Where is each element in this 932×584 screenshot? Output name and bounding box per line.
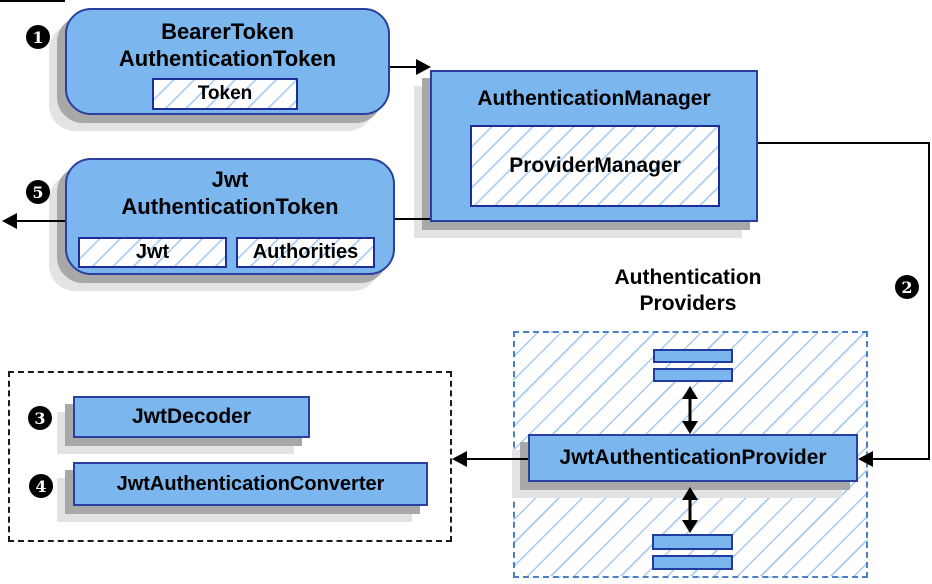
flow-line-provider-to-helpers bbox=[466, 458, 528, 460]
flow-line-step2-into-provider bbox=[872, 458, 930, 460]
flow-line-response-out bbox=[16, 220, 65, 222]
double-arrow-icon bbox=[682, 487, 698, 533]
group-title-line1: Authentication bbox=[614, 266, 762, 289]
jwt-authentication-provider-node: JwtAuthenticationProvider bbox=[528, 434, 858, 482]
step-badge-1: 1 bbox=[26, 25, 50, 49]
jwt-chip: Jwt bbox=[78, 237, 227, 268]
other-provider-rect bbox=[652, 555, 733, 570]
node-title: AuthenticationManager bbox=[477, 87, 711, 110]
authorities-chip: Authorities bbox=[236, 237, 375, 268]
step-badge-5: 5 bbox=[26, 180, 50, 204]
jwt-chip-label: Jwt bbox=[135, 241, 170, 263]
arrowhead-right-icon bbox=[416, 59, 431, 75]
flow-line-to-manager bbox=[390, 66, 418, 68]
provider-manager-chip: ProviderManager bbox=[470, 125, 720, 207]
authorities-chip-label: Authorities bbox=[252, 241, 359, 263]
jwt-decoder-node: JwtDecoder bbox=[73, 396, 310, 438]
flow-line-manager-to-token bbox=[395, 218, 430, 220]
other-provider-rect bbox=[652, 534, 733, 550]
step-number: 1 bbox=[32, 27, 44, 47]
jwt-authentication-converter-node: JwtAuthenticationConverter bbox=[73, 462, 428, 506]
provider-manager-chip-label: ProviderManager bbox=[509, 154, 681, 177]
other-provider-rect bbox=[653, 349, 733, 363]
jwt-helpers-group bbox=[8, 371, 452, 542]
authentication-providers-title: Authentication Providers bbox=[553, 265, 823, 317]
other-provider-rect bbox=[653, 368, 733, 382]
step-badge-3: 3 bbox=[28, 406, 52, 430]
token-chip-label: Token bbox=[197, 83, 253, 104]
jwt-authentication-token-node: Jwt AuthenticationToken bbox=[65, 158, 395, 275]
flow-line-step2-vertical bbox=[928, 142, 930, 460]
node-title: Jwt AuthenticationToken bbox=[67, 160, 393, 220]
arrowhead-left-icon bbox=[452, 451, 467, 467]
group-title-line2: Providers bbox=[639, 292, 737, 315]
double-arrow-icon bbox=[682, 386, 698, 434]
step-number: 3 bbox=[34, 408, 46, 428]
flow-line-request-in bbox=[0, 0, 65, 2]
flow-line-step2-horizontal bbox=[758, 142, 930, 144]
node-title-line2: AuthenticationToken bbox=[118, 46, 337, 71]
node-title: JwtDecoder bbox=[131, 405, 252, 428]
step-number: 2 bbox=[901, 277, 913, 297]
step-badge-2: 2 bbox=[895, 275, 919, 299]
node-title: JwtAuthenticationConverter bbox=[116, 472, 385, 495]
node-title: JwtAuthenticationProvider bbox=[559, 446, 827, 469]
node-title-line2: AuthenticationToken bbox=[121, 194, 339, 219]
step-number: 4 bbox=[35, 476, 47, 496]
arrowhead-left-icon bbox=[858, 451, 873, 467]
token-chip: Token bbox=[152, 78, 298, 110]
node-title: BearerToken AuthenticationToken bbox=[67, 10, 388, 72]
node-title-line1: BearerToken bbox=[161, 19, 294, 44]
node-title-line1: Jwt bbox=[211, 167, 249, 192]
step-badge-4: 4 bbox=[29, 474, 53, 498]
arrowhead-left-icon bbox=[2, 213, 17, 229]
step-number: 5 bbox=[32, 182, 44, 202]
